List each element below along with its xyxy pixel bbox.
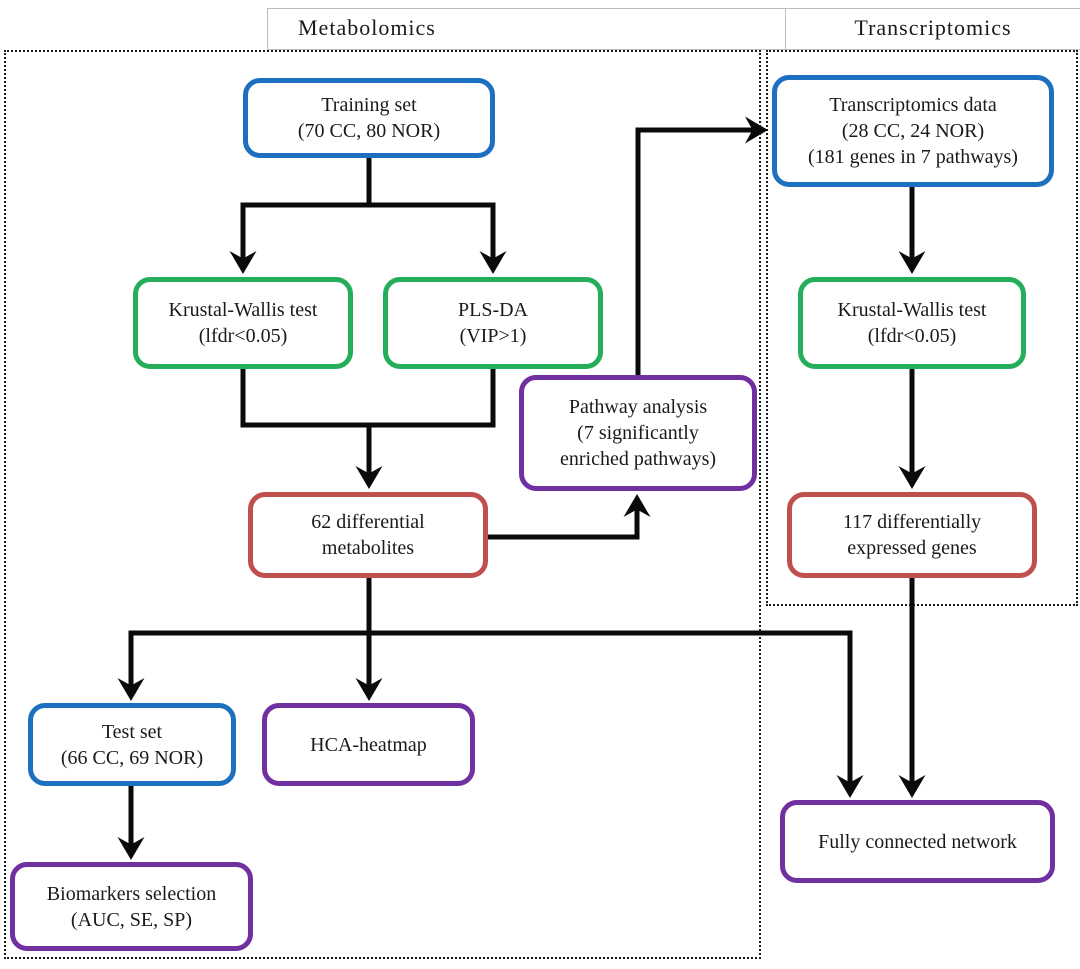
node-line: 62 differential <box>311 511 425 533</box>
node-transcriptomics-data: Transcriptomics data (28 CC, 24 NOR) (18… <box>772 75 1054 187</box>
arrow-group <box>117 116 926 860</box>
node-plsda: PLS-DA (VIP>1) <box>383 277 603 369</box>
node-line: (lfdr<0.05) <box>867 325 957 347</box>
node-line: expressed genes <box>847 537 977 559</box>
node-differential-metabolites: 62 differential metabolites <box>248 492 488 578</box>
arrow-pathway-to-transcriptomics <box>635 116 768 375</box>
metabolomics-header: Metabolomics <box>267 8 789 50</box>
node-line: Pathway analysis <box>568 396 708 418</box>
node-line: (lfdr<0.05) <box>198 325 288 347</box>
node-line: metabolites <box>321 537 415 559</box>
node-fully-connected-network: Fully connected network <box>780 800 1055 883</box>
node-krustal-wallis-metabolomics: Krustal-Wallis test (lfdr<0.05) <box>133 277 353 369</box>
metabolomics-panel <box>4 50 761 959</box>
node-biomarkers-selection: Biomarkers selection (AUC, SE, SP) <box>10 862 253 951</box>
node-line: enriched pathways) <box>559 448 717 470</box>
node-line: Krustal-Wallis test <box>168 299 318 321</box>
node-line: (181 genes in 7 pathways) <box>808 146 1018 168</box>
node-line: Transcriptomics data <box>829 94 997 116</box>
node-line: (VIP>1) <box>459 325 527 347</box>
node-line: (66 CC, 69 NOR) <box>60 746 204 769</box>
node-line: (28 CC, 24 NOR) <box>841 120 985 142</box>
node-line: HCA-heatmap <box>310 733 427 756</box>
node-training-set: Training set (70 CC, 80 NOR) <box>243 78 495 158</box>
node-line: (70 CC, 80 NOR) <box>297 120 441 142</box>
node-krustal-wallis-transcriptomics: Krustal-Wallis test (lfdr<0.05) <box>798 277 1026 369</box>
node-line: Training set <box>321 94 417 116</box>
node-hca-heatmap: HCA-heatmap <box>262 703 475 786</box>
node-line: (7 significantly <box>577 422 699 444</box>
node-pathway-analysis: Pathway analysis (7 significantly enrich… <box>519 375 757 491</box>
arrow-metabolites-to-pathway <box>488 494 651 540</box>
node-line: PLS-DA <box>457 299 528 321</box>
node-line: Fully connected network <box>818 830 1017 853</box>
node-differentially-expressed-genes: 117 differentially expressed genes <box>787 492 1037 578</box>
node-line: (AUC, SE, SP) <box>70 908 193 931</box>
node-line: Krustal-Wallis test <box>837 299 987 321</box>
node-line: Biomarkers selection <box>46 882 217 905</box>
transcriptomics-panel <box>766 50 1078 606</box>
node-line: Test set <box>101 720 163 743</box>
transcriptomics-header: Transcriptomics <box>785 8 1080 50</box>
node-test-set: Test set (66 CC, 69 NOR) <box>28 703 236 786</box>
node-line: 117 differentially <box>842 511 982 533</box>
